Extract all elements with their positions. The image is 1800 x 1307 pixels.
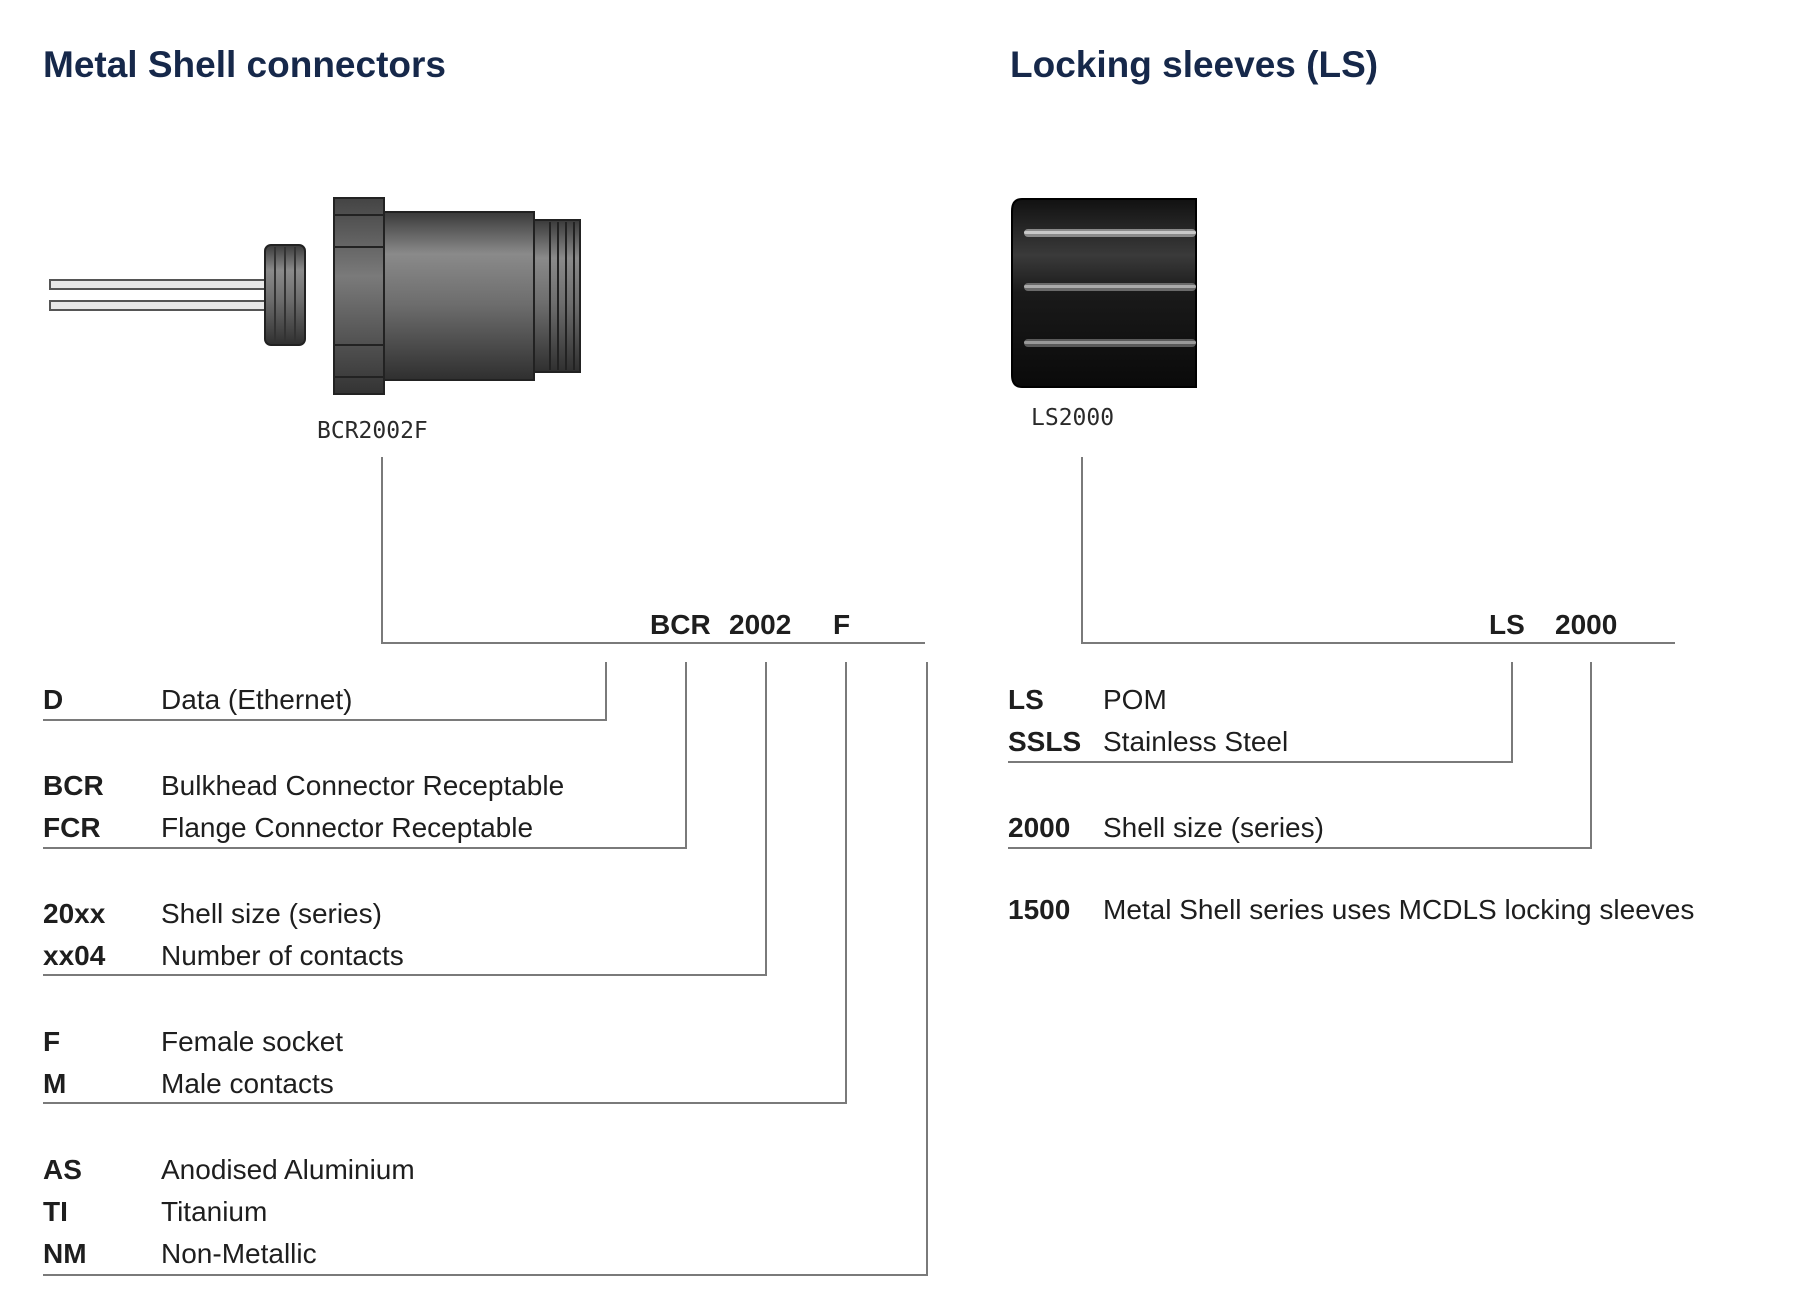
part-number-gender: F [833,609,851,640]
locking-sleeve-image [1011,198,1197,388]
code-pom: LS [1008,684,1044,715]
right-section-title: Locking sleeves (LS) [1010,44,1379,85]
desc-data: Data (Ethernet) [161,684,353,715]
left-section-title: Metal Shell connectors [43,44,446,85]
desc-pom: POM [1103,684,1167,715]
code-contacts: xx04 [43,940,106,971]
sleeve-part-number-size: 2000 [1555,609,1618,640]
code-data: D [43,684,64,715]
code-mcdls-note: 1500 [1008,894,1071,925]
leader-line-type [43,662,687,849]
code-flange: FCR [43,812,101,843]
desc-bulkhead: Bulkhead Connector Receptable [161,770,565,801]
rear-thread [264,244,306,346]
desc-flange: Flange Connector Receptable [161,812,534,843]
code-non-metallic: NM [43,1238,87,1269]
desc-sleeve-size: Shell size (series) [1103,812,1324,843]
leader-line-material [43,662,928,1276]
code-male: M [43,1068,67,1099]
code-bulkhead: BCR [43,770,104,801]
desc-female: Female socket [161,1026,344,1057]
desc-mcdls-note: Metal Shell series uses MCDLS locking sl… [1103,894,1695,925]
desc-aluminium: Anodised Aluminium [161,1154,415,1185]
desc-male: Male contacts [161,1068,334,1099]
part-number-prefix: BCR [650,609,711,640]
sleeve-part-number-prefix: LS [1489,609,1525,640]
leader-line-sleeve-material [1008,662,1513,763]
connector-callout-line [381,457,925,644]
code-aluminium: AS [43,1154,82,1185]
connector-body [383,211,535,381]
code-stainless: SSLS [1008,726,1082,757]
sleeve-image-label: LS2000 [1031,405,1115,431]
desc-titanium: Titanium [161,1196,268,1227]
desc-non-metallic: Non-Metallic [161,1238,317,1269]
sleeve-callout-line [1081,457,1675,644]
code-sleeve-size: 2000 [1008,812,1071,843]
leader-line-size [43,662,767,976]
code-titanium: TI [43,1196,68,1227]
hex-nut [333,197,385,395]
connector-image [49,197,581,395]
part-number-size: 2002 [729,609,792,640]
code-female: F [43,1026,61,1057]
desc-stainless: Stainless Steel [1103,726,1289,757]
desc-contacts: Number of contacts [161,940,404,971]
desc-shell-size: Shell size (series) [161,898,382,929]
connector-image-label: BCR2002F [317,418,428,444]
code-shell-size: 20xx [43,898,106,929]
leader-line-gender [43,662,847,1104]
leader-line-d [43,662,607,721]
leader-line-sleeve-size [1008,662,1592,849]
front-thread [533,219,581,373]
